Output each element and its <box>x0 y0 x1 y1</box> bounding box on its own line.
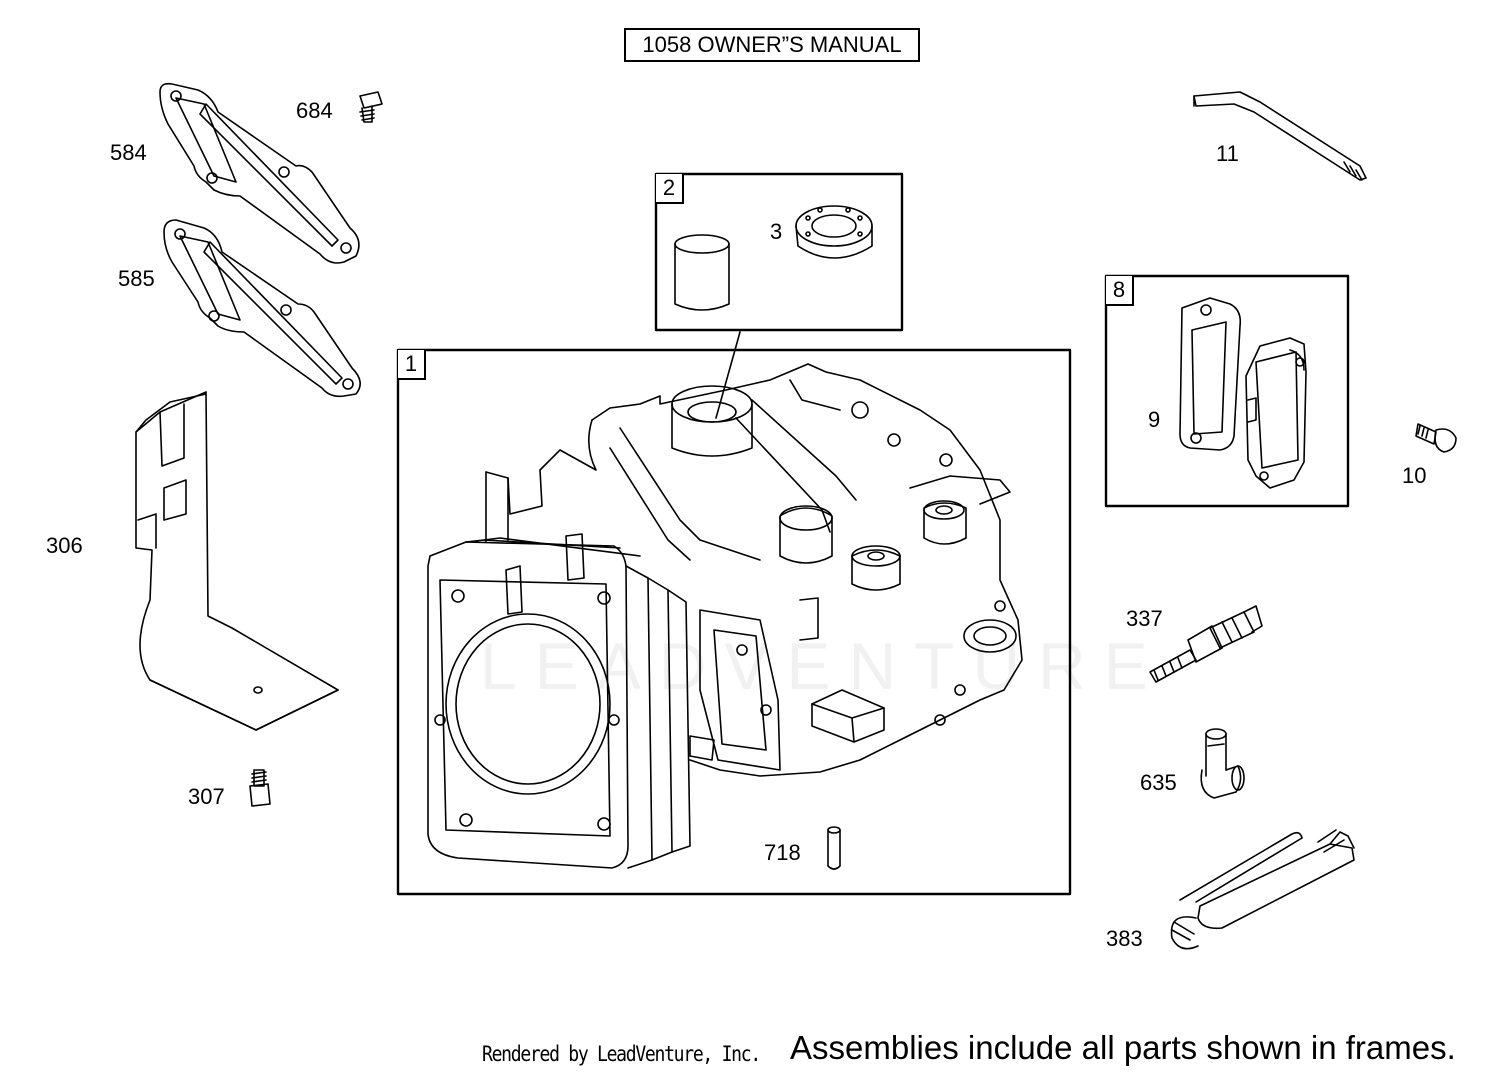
seal-3 <box>795 205 873 259</box>
callout-307[interactable]: 307 <box>188 784 225 809</box>
frame-2-border <box>654 172 904 332</box>
callout-11[interactable]: 11 <box>1216 141 1239 166</box>
breather-cover <box>1245 337 1307 489</box>
screw-10 <box>1415 423 1457 453</box>
callout-383[interactable]: 383 <box>1106 926 1143 951</box>
callout-306[interactable]: 306 <box>46 533 83 558</box>
callout-337[interactable]: 337 <box>1126 606 1163 631</box>
leader-frame-2 <box>715 331 741 419</box>
bracket-306 <box>135 391 339 731</box>
tool-383 <box>1170 829 1355 950</box>
gasket-584 <box>159 82 360 264</box>
callout-684[interactable]: 684 <box>296 98 333 123</box>
dowel-pin-718 <box>827 826 841 870</box>
bushing-part <box>674 234 730 311</box>
callout-3[interactable]: 3 <box>770 219 783 244</box>
gasket-585 <box>163 219 361 398</box>
callout-10[interactable]: 10 <box>1402 463 1427 488</box>
callout-585[interactable]: 585 <box>118 266 155 291</box>
screw-307 <box>249 769 271 807</box>
frame-1-number: 1 <box>398 350 426 380</box>
callout-584[interactable]: 584 <box>110 140 147 165</box>
engine-block <box>427 363 1023 869</box>
watermark: LEADVENTURE <box>480 629 1166 703</box>
frame-8-border <box>1104 274 1350 508</box>
tube-11 <box>1193 91 1367 181</box>
spark-plug-337 <box>1149 605 1263 683</box>
screw-684 <box>359 91 383 123</box>
rendered-by-credit: Rendered by LeadVenture, Inc. <box>482 1042 761 1066</box>
frame-8-number: 8 <box>1106 276 1134 306</box>
callout-9[interactable]: 9 <box>1148 407 1161 432</box>
callout-718[interactable]: 718 <box>764 840 801 865</box>
elbow-635 <box>1200 728 1245 799</box>
callout-635[interactable]: 635 <box>1140 770 1177 795</box>
frame-1-border <box>396 348 1072 896</box>
assemblies-note: Assemblies include all parts shown in fr… <box>790 1029 1456 1066</box>
frame-2-number: 2 <box>656 174 684 204</box>
gasket-9 <box>1179 297 1242 451</box>
diagram-title: 1058 OWNER”S MANUAL <box>624 28 920 62</box>
